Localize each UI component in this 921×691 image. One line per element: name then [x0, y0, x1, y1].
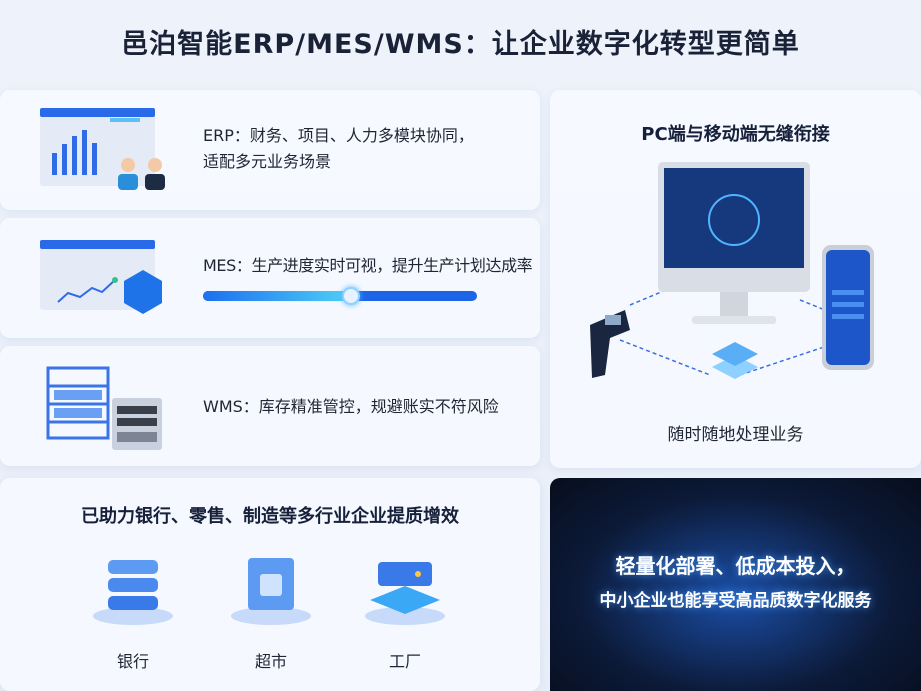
erp-text: ERP：财务、项目、人力多模块协同， 适配多元业务场景 — [203, 123, 474, 175]
slider-knob[interactable] — [341, 287, 360, 305]
cloud-stack-icon — [712, 342, 758, 379]
phone-icon — [822, 245, 874, 370]
promo-banner: 轻量化部署、低成本投入， 中小企业也能享受高品质数字化服务 — [550, 478, 921, 691]
erp-line1: ERP：财务、项目、人力多模块协同， — [203, 126, 474, 145]
industries-title: 已助力银行、零售、制造等多行业企业提质增效 — [81, 506, 459, 527]
erp-line2: 适配多元业务场景 — [203, 152, 332, 171]
erp-card: ERP：财务、项目、人力多模块协同， 适配多元业务场景 — [0, 90, 540, 210]
industry-supermarket: 超市 — [226, 548, 316, 671]
devices-title: PC端与移动端无缝衔接 — [641, 124, 830, 145]
devices-caption: 随时随地处理业务 — [667, 425, 804, 445]
mes-text: MES：生产进度实时可视，提升生产计划达成率 — [203, 256, 533, 275]
promo-line2: 中小企业也能享受高品质数字化服务 — [599, 591, 872, 611]
monitor-icon — [658, 162, 810, 324]
warehouse-shelf-icon — [46, 366, 162, 450]
industry-label: 超市 — [254, 652, 287, 671]
wms-card: WMS：库存精准管控，规避账实不符风险 — [0, 346, 540, 466]
wms-text: WMS：库存精准管控，规避账实不符风险 — [203, 397, 499, 416]
store-box-icon — [231, 558, 311, 625]
mes-progress-slider[interactable] — [203, 287, 477, 305]
devices-illustration — [590, 162, 874, 379]
scanner-icon — [590, 310, 630, 378]
industry-label: 工厂 — [388, 652, 421, 671]
chip-device-icon — [365, 562, 445, 625]
promo-line1: 轻量化部署、低成本投入， — [615, 554, 856, 578]
server-stack-icon — [93, 560, 173, 625]
page-title: 邑泊智能ERP/MES/WMS：让企业数字化转型更简单 — [121, 29, 800, 60]
industry-label: 银行 — [116, 652, 149, 671]
mes-chart-icon — [40, 240, 162, 314]
mes-card — [0, 218, 540, 338]
industry-bank: 银行 — [88, 548, 178, 671]
industry-factory: 工厂 — [360, 548, 450, 671]
erp-dashboard-icon — [40, 108, 165, 190]
